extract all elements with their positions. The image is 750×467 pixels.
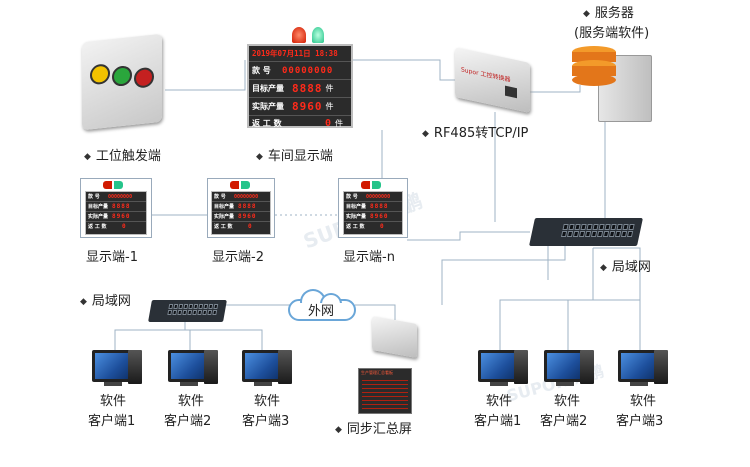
network-switch-left bbox=[148, 300, 227, 322]
bullet-icon: ◆ bbox=[335, 424, 342, 435]
client-left-1-software: 软件 bbox=[100, 394, 127, 409]
alarm-lights-icon bbox=[103, 181, 123, 189]
bullet-icon: ◆ bbox=[80, 296, 87, 307]
ethernet-port-icon bbox=[505, 85, 517, 99]
yellow-button-icon bbox=[90, 63, 110, 86]
cloud-icon: 外网 bbox=[288, 289, 356, 321]
client-left-3-label: 客户端3 bbox=[242, 414, 290, 429]
label-display-1: 显示端-1 bbox=[86, 250, 138, 265]
alarm-lights-icon bbox=[230, 181, 250, 189]
label-display-2: 显示端-2 bbox=[212, 250, 264, 265]
label-sync-screen: ◆同步汇总屏 bbox=[335, 422, 412, 437]
red-button-icon bbox=[134, 66, 154, 89]
bullet-icon: ◆ bbox=[583, 8, 590, 19]
label-lan-right: ◆局域网 bbox=[600, 260, 651, 275]
bullet-icon: ◆ bbox=[256, 151, 263, 162]
alarm-lights bbox=[290, 25, 330, 45]
alarm-lights-icon bbox=[361, 181, 381, 189]
label-workshop-display: ◆车间显示端 bbox=[256, 149, 333, 164]
client-left-1-label: 客户端1 bbox=[88, 414, 136, 429]
label-workstation-trigger: ◆工位触发端 bbox=[84, 149, 161, 164]
label-converter: ◆RF485转TCP/IP bbox=[422, 126, 529, 141]
label-server-software: (服务端软件) bbox=[574, 26, 650, 41]
red-light-icon bbox=[292, 27, 306, 43]
label-server: ◆服务器 bbox=[583, 6, 634, 21]
label-wan: 外网 bbox=[308, 304, 335, 319]
client-right-1-software: 软件 bbox=[486, 394, 513, 409]
client-right-3-software: 软件 bbox=[630, 394, 657, 409]
green-button-icon bbox=[112, 64, 132, 88]
client-right-2-label: 客户端2 bbox=[540, 414, 588, 429]
client-right-3-label: 客户端3 bbox=[616, 414, 664, 429]
database-icon bbox=[572, 46, 616, 86]
label-display-n: 显示端-n bbox=[343, 250, 395, 265]
label-lan-left: ◆局域网 bbox=[80, 294, 131, 309]
client-left-2-software: 软件 bbox=[178, 394, 205, 409]
trigger-box bbox=[82, 33, 162, 131]
network-switch-right bbox=[529, 218, 643, 246]
bullet-icon: ◆ bbox=[422, 128, 429, 139]
client-right-2-software: 软件 bbox=[554, 394, 581, 409]
board-date: 2019年07月11日 18:38 bbox=[252, 49, 338, 58]
sync-summary-board: 生产管理汇总看板 bbox=[358, 368, 412, 414]
client-left-3-software: 软件 bbox=[254, 394, 281, 409]
green-light-icon bbox=[312, 27, 324, 43]
bullet-icon: ◆ bbox=[600, 262, 607, 273]
client-right-1-label: 客户端1 bbox=[474, 414, 522, 429]
client-left-2-label: 客户端2 bbox=[164, 414, 212, 429]
bullet-icon: ◆ bbox=[84, 151, 91, 162]
